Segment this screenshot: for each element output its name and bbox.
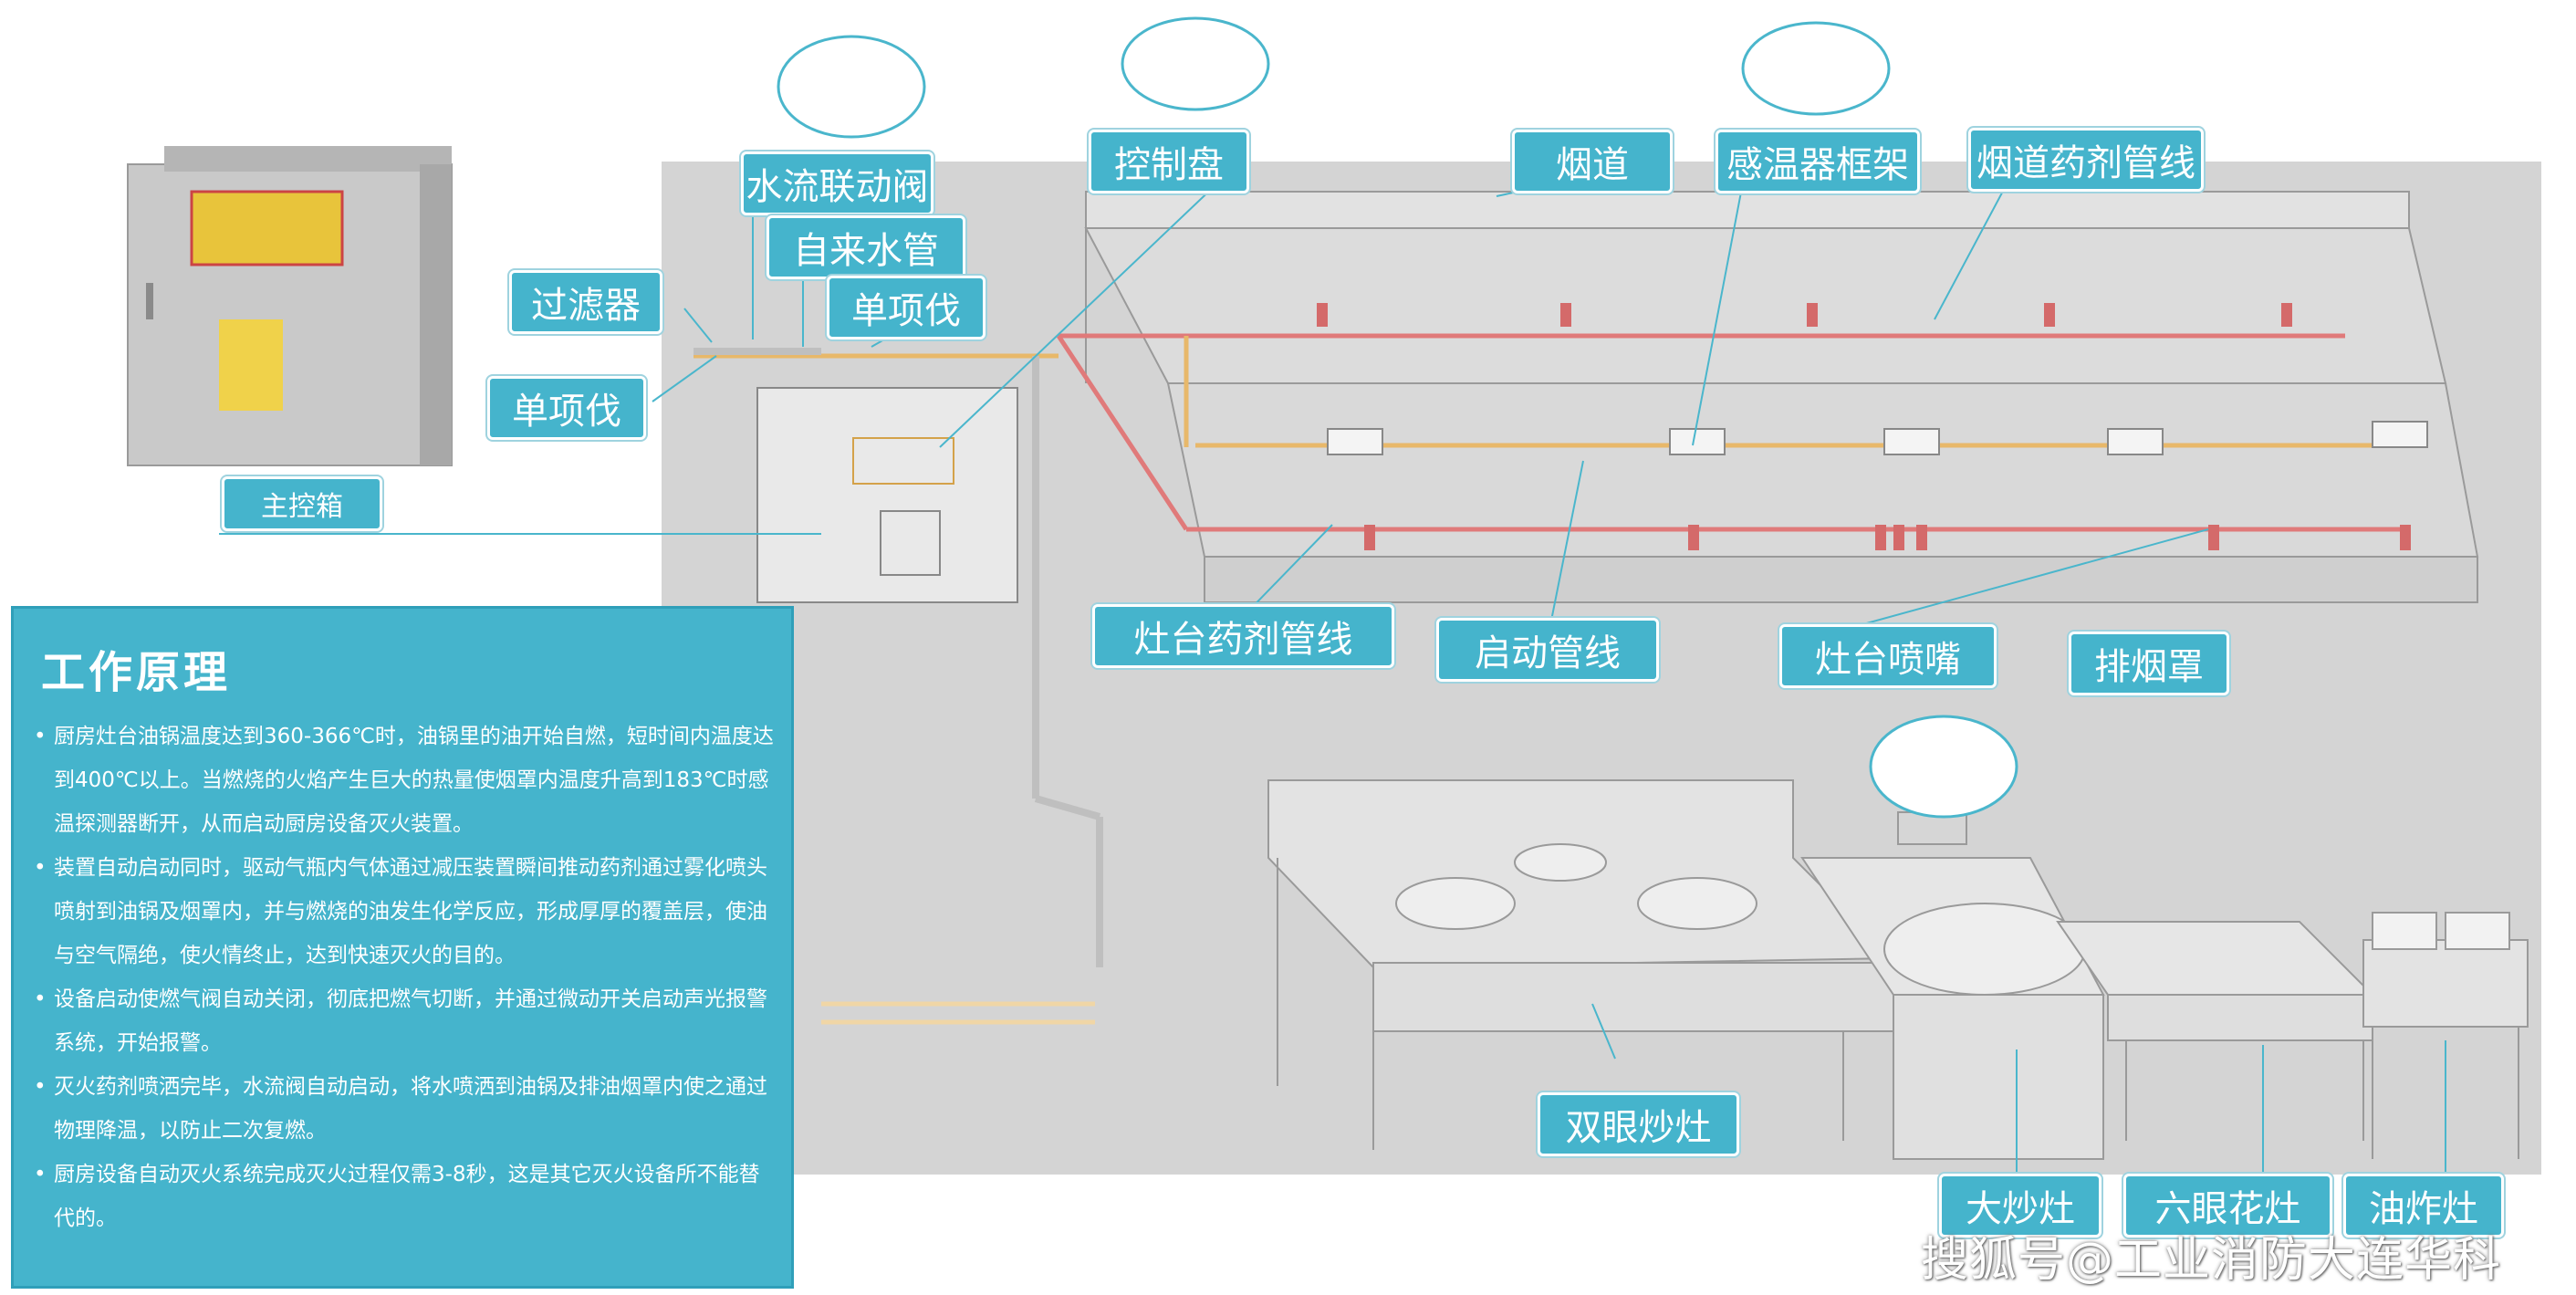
flue-nozzles [1317, 303, 2292, 327]
label-flue: 烟道 [1512, 130, 1673, 193]
callout-bubbles [777, 16, 2018, 819]
watermark: 搜狐号@工业消防大连华科 [1921, 1233, 2502, 1288]
label-filter: 过滤器 [509, 270, 662, 334]
label-hood: 排烟罩 [2069, 632, 2229, 695]
exhaust-hood [1084, 191, 2479, 603]
label-main-box: 主控箱 [222, 476, 382, 531]
control-cabinet [756, 387, 1018, 603]
stove-nozzles [1364, 525, 2411, 550]
principle-item: 厨房设备自动灭火系统完成灭火过程仅需3-8秒，这是其它灭火设备所不能替代的。 [32, 1153, 780, 1240]
principle-item: 灭火药剂喷洒完毕，水流阀自动启动，将水喷洒到油锅及排油烟罩内使之通过物理降温，以… [32, 1065, 780, 1153]
label-control-panel: 控制盘 [1089, 130, 1249, 193]
label-flue-pipeline: 烟道药剂管线 [1968, 128, 2204, 192]
label-tap-water: 自来水管 [767, 215, 965, 279]
label-big-stove: 大炒灶 [1939, 1174, 2101, 1238]
label-water-valve: 水流联动阀 [741, 151, 933, 215]
label-check-valve-lower: 单项伐 [487, 376, 646, 440]
working-principle-panel: 工作原理 厨房灶台油锅温度达到360-366℃时，油锅里的油开始自燃，短时间内温… [11, 606, 794, 1289]
label-six-stove: 六眼花灶 [2123, 1174, 2332, 1238]
principle-title: 工作原理 [41, 647, 232, 698]
sensor-frames [1327, 421, 2428, 455]
label-sensor-frame: 感温器框架 [1716, 130, 1920, 193]
label-start-pipeline: 启动管线 [1436, 618, 1659, 682]
principle-item: 装置自动启动同时，驱动气瓶内气体通过减压装置瞬间推动药剂通过雾化喷头喷射到油锅及… [32, 846, 780, 977]
principle-item: 设备启动使燃气阀自动关闭，彻底把燃气切断，并通过微动开关启动声光报警系统，开始报… [32, 977, 780, 1065]
label-fryer: 油炸灶 [2343, 1174, 2504, 1238]
label-check-valve-upper: 单项伐 [827, 276, 986, 339]
principle-item: 厨房灶台油锅温度达到360-366℃时，油锅里的油开始自燃，短时间内温度达到40… [32, 715, 780, 846]
water-pipe [694, 348, 1103, 967]
main-control-box [127, 146, 453, 466]
kitchen-stoves [1267, 779, 2529, 1160]
label-stove-nozzle: 灶台喷嘴 [1779, 624, 1997, 688]
label-double-stove: 双眼炒灶 [1538, 1092, 1739, 1156]
label-stove-pipeline: 灶台药剂管线 [1092, 604, 1394, 668]
